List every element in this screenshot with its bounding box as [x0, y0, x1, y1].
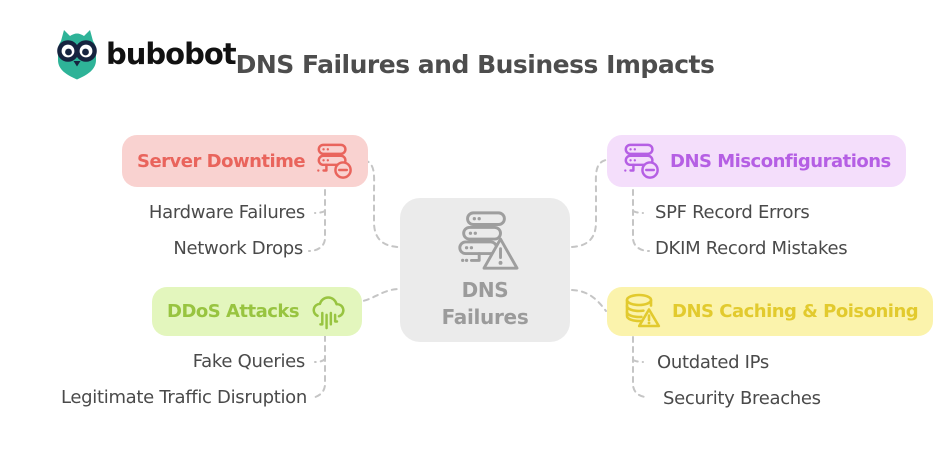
branch-label: DNS Misconfigurations	[670, 150, 891, 172]
subitem-outdated-ips: Outdated IPs	[657, 352, 769, 373]
subitem-dkim-record-mistakes: DKIM Record Mistakes	[655, 238, 848, 259]
branch-node-dns-caching-poisoning: DNS Caching & Poisoning	[607, 287, 934, 336]
branch-node-ddos-attacks: DDoS Attacks	[152, 287, 363, 336]
subline-dns-misconfigurations	[632, 189, 650, 252]
server-minus-icon	[624, 143, 659, 179]
subline-dns-caching	[632, 336, 648, 398]
subitem-network-drops: Network Drops	[173, 238, 303, 259]
bubobot-logo: bubobot	[54, 28, 237, 80]
subitem-legitimate-traffic-disruption: Legitimate Traffic Disruption	[60, 387, 307, 408]
branch-node-dns-misconfigurations: DNS Misconfigurations	[607, 135, 906, 187]
database-warning-icon	[625, 293, 661, 327]
branch-label: DDoS Attacks	[167, 301, 300, 322]
subitem-hardware-failures: Hardware Failures	[148, 202, 305, 223]
connector-dns-caching	[571, 289, 607, 312]
server-minus-icon	[317, 143, 352, 179]
page-title: DNS Failures and Business Impacts	[235, 50, 715, 79]
subhook-hardware-failures	[314, 210, 326, 214]
branch-label: DNS Caching & Poisoning	[672, 301, 919, 322]
subhook-fake-queries	[314, 358, 326, 363]
branch-node-server-downtime: Server Downtime	[122, 135, 369, 187]
subhook-outdated-ips	[632, 359, 644, 363]
subitem-spf-record-errors: SPF Record Errors	[655, 202, 810, 223]
center-node-dns-failures: DNS Failures	[400, 198, 570, 342]
cloud-ddos-icon	[312, 295, 345, 329]
logo-text: bubobot	[106, 37, 237, 71]
connector-server-downtime	[363, 159, 399, 248]
subhook-spf-record-errors	[632, 210, 644, 214]
branch-label: Server Downtime	[137, 150, 306, 172]
owl-logo-icon	[57, 30, 97, 80]
subitem-fake-queries: Fake Queries	[192, 351, 306, 372]
subitem-security-breaches: Security Breaches	[663, 388, 821, 409]
subline-server-downtime	[308, 189, 326, 252]
subline-ddos-attacks	[310, 335, 326, 399]
connector-dns-misconfigurations	[571, 159, 607, 248]
server-warning-icon	[458, 211, 519, 270]
center-node-label: DNS Failures	[441, 278, 529, 329]
